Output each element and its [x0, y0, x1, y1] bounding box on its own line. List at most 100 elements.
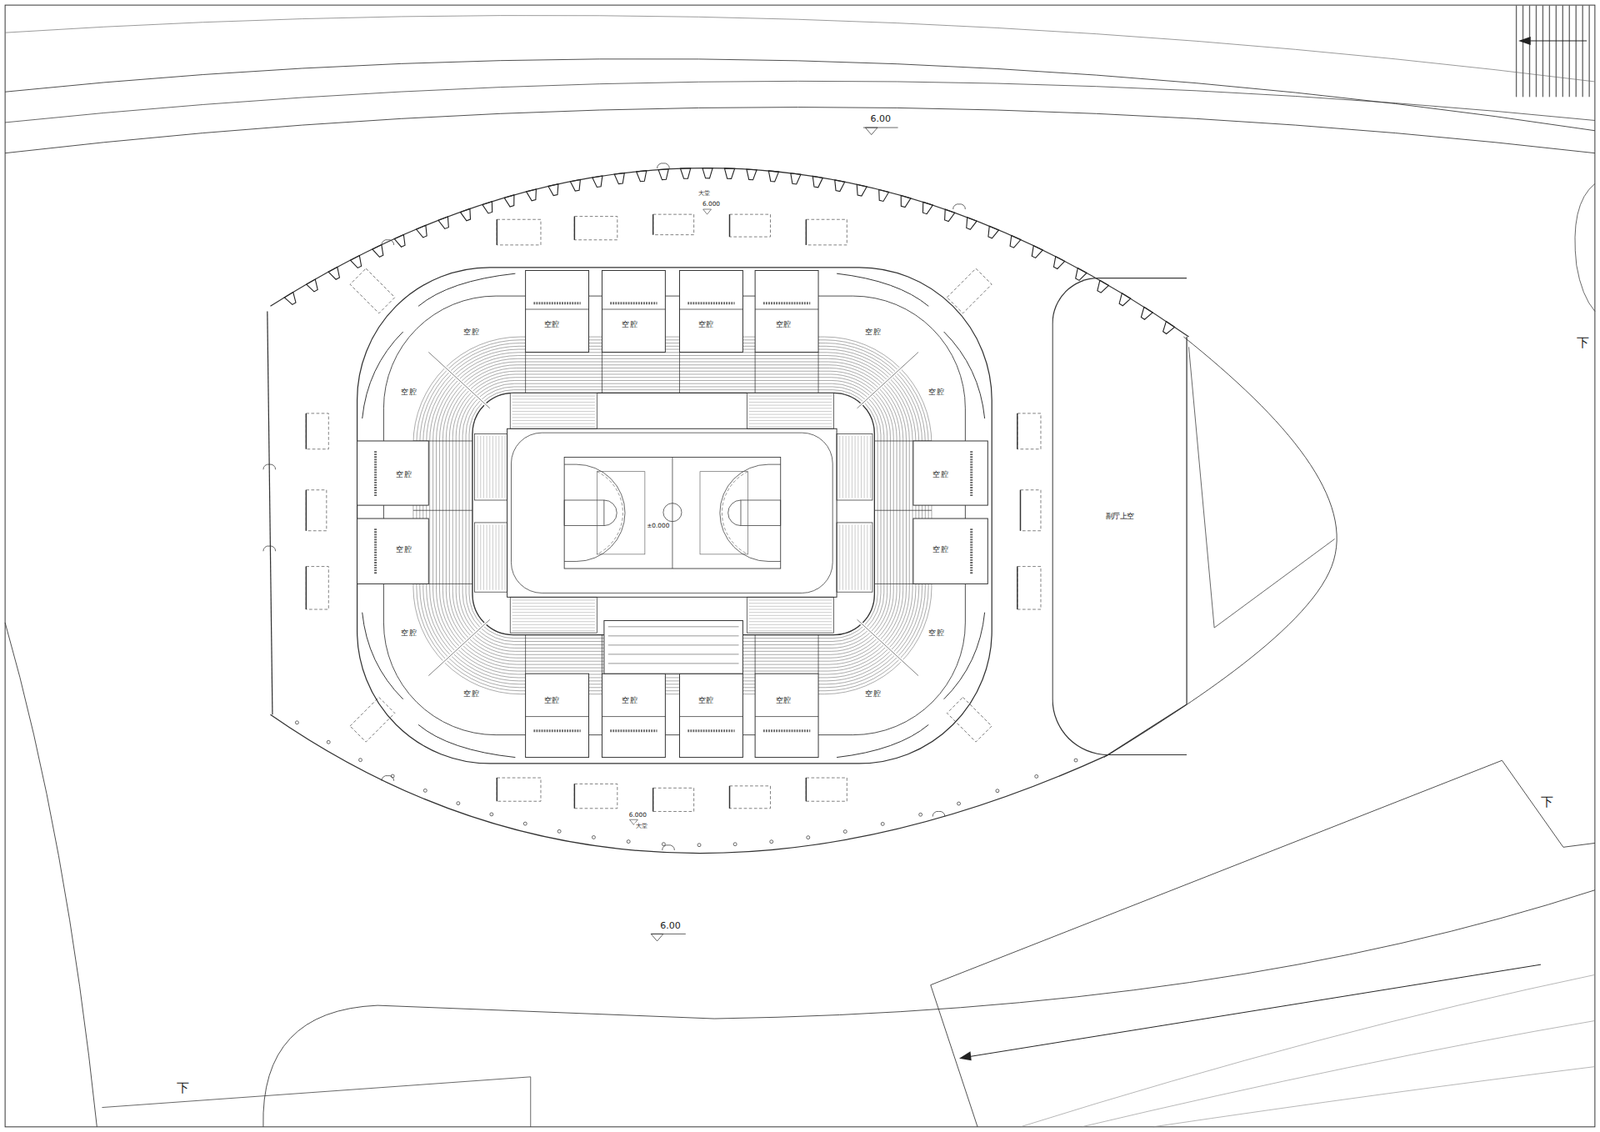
seat-line [749, 611, 832, 613]
plan-label: 空腔 [774, 320, 793, 329]
escalator [730, 785, 771, 809]
room [755, 673, 819, 757]
seat-line [851, 435, 853, 499]
seat-line [866, 524, 868, 590]
seat-row [472, 392, 875, 635]
column [1074, 758, 1078, 762]
seat-line [864, 524, 865, 590]
column [456, 801, 460, 805]
door [662, 845, 675, 850]
plan-label: 下 [1540, 795, 1555, 809]
facade-fin [592, 175, 603, 187]
facade-fin [988, 225, 1000, 239]
road-edge [5, 107, 1595, 154]
seat-row [413, 336, 932, 695]
escalator-end [652, 214, 654, 235]
road-edge [1020, 974, 1595, 1126]
direction-arrow [1522, 40, 1587, 41]
facade-fin [548, 184, 559, 196]
seat-line [512, 630, 595, 631]
aisle [818, 635, 820, 675]
free-throw [604, 500, 741, 526]
seat-line [495, 524, 497, 590]
escalator [496, 219, 541, 245]
road-edge [1153, 1066, 1595, 1127]
seat-line [498, 524, 500, 590]
seat-line [486, 524, 488, 590]
facade-fin [1075, 268, 1087, 281]
facade-fin [438, 216, 449, 229]
seat-line [749, 627, 832, 629]
center-circle [663, 503, 682, 522]
seat-row [445, 367, 900, 661]
seat-row [459, 380, 887, 648]
seat-row [426, 349, 920, 681]
plan-label: 空腔 [927, 629, 946, 637]
seat-line [749, 407, 832, 409]
facade-fin [702, 168, 713, 179]
escalator [305, 413, 329, 450]
bowl-outer [357, 267, 993, 764]
seat-row [455, 377, 890, 652]
column [523, 821, 527, 825]
column [661, 842, 665, 846]
door [381, 240, 395, 245]
facade-fin [372, 245, 384, 258]
seat-line [845, 435, 847, 499]
crosswalk-stripe [1582, 5, 1584, 97]
seat-block [510, 392, 597, 429]
plan-label: 空腔 [931, 545, 950, 553]
crosswalk-stripe [1529, 5, 1530, 97]
escalator [805, 219, 847, 245]
site-lines [5, 5, 1595, 1127]
facade-fin [328, 266, 340, 280]
aisle [428, 351, 490, 408]
crosswalk-stripe [1535, 5, 1537, 97]
fixtures [533, 301, 580, 305]
building-outline [263, 163, 1190, 854]
seat-line [749, 609, 832, 610]
facade-fin [1140, 306, 1153, 320]
aisle [857, 351, 919, 408]
door [657, 163, 670, 169]
plan-label: 6.00 [659, 920, 682, 930]
column [995, 789, 1000, 793]
aisle-edge [428, 351, 490, 408]
escalator [653, 214, 695, 235]
room [755, 270, 819, 352]
escalator-end [729, 785, 730, 809]
aisle-edge [857, 351, 919, 408]
seat-line [512, 609, 595, 610]
corner-room [362, 331, 985, 700]
seat-line [512, 405, 595, 406]
column [957, 801, 961, 805]
facade-fin [768, 170, 779, 182]
region-label: 副厅上空 [1105, 512, 1136, 520]
seat-row [433, 355, 914, 675]
facade-fin [1053, 256, 1065, 270]
crosswalk-stripe [1542, 5, 1544, 97]
seat-line [845, 524, 847, 590]
facade-fin [636, 170, 647, 182]
fixtures [610, 729, 657, 732]
seat-line [512, 407, 595, 409]
site-curve [1189, 346, 1335, 628]
seat-line [857, 524, 859, 590]
fixtures [533, 729, 580, 732]
seat-block [510, 596, 597, 633]
escalator-end [1020, 490, 1021, 531]
arrow-head [1518, 36, 1531, 45]
escalator [730, 214, 771, 237]
escalator [305, 490, 326, 531]
outer-wall [267, 310, 273, 715]
seat-line [866, 435, 868, 499]
seat-line [512, 401, 595, 403]
seat-line [512, 602, 595, 604]
elevation-markers [630, 127, 899, 941]
seat-line [848, 435, 850, 499]
seat-line [512, 615, 595, 616]
facade-fin [945, 209, 955, 221]
seat-line [483, 524, 485, 590]
plan-label: 空腔 [931, 470, 950, 479]
door [953, 204, 966, 210]
